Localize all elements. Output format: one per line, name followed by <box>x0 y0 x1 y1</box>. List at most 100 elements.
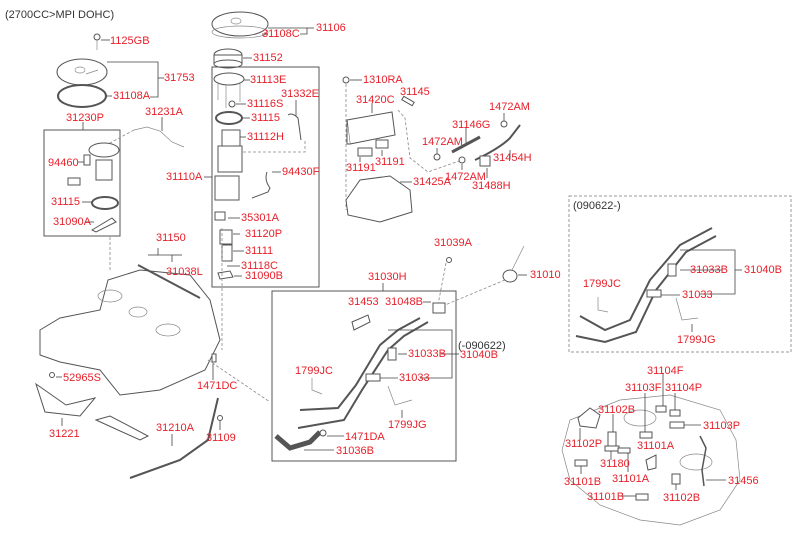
part-label-31038l[interactable]: 31038L <box>166 266 203 278</box>
pad-31191b-part <box>375 139 389 149</box>
part-label-31453[interactable]: 31453 <box>348 296 379 308</box>
part-label-31753[interactable]: 31753 <box>164 72 195 84</box>
part-label-31221[interactable]: 31221 <box>49 428 80 440</box>
part-label-1471dc[interactable]: 1471DC <box>197 380 238 392</box>
part-label-31120p[interactable]: 31120P <box>245 228 283 240</box>
part-label-1472am-c[interactable]: 1472AM <box>445 171 486 183</box>
sender-94430f-part <box>251 171 271 199</box>
cover-plate-part <box>56 58 108 86</box>
part-label-1472am-b[interactable]: 1472AM <box>422 136 463 148</box>
part-label-31152[interactable]: 31152 <box>253 52 283 64</box>
part-label-31040b-a[interactable]: 31040B <box>460 349 498 361</box>
part-label-31146g[interactable]: 31146G <box>452 119 491 131</box>
part-label-31033b-a[interactable]: 31033B <box>408 348 446 360</box>
part-label-31103f[interactable]: 31103F <box>625 382 662 394</box>
part-label-1799jc-b[interactable]: 1799JC <box>583 278 621 290</box>
rod-31038l-part <box>137 264 201 299</box>
filler-pipe-a-part <box>297 317 429 429</box>
part-label-31454h[interactable]: 31454H <box>493 152 532 164</box>
part-label-31488h[interactable]: 31488H <box>472 180 511 192</box>
part-label-31033-b[interactable]: 31033 <box>682 289 713 301</box>
part-label-31040b-b[interactable]: 31040B <box>744 264 782 276</box>
pad-31104p-part <box>669 409 681 417</box>
part-label-31180[interactable]: 31180 <box>600 458 630 470</box>
pad-31103p-part <box>669 421 685 429</box>
part-label-1310ra[interactable]: 1310RA <box>363 74 403 86</box>
part-label-31030h[interactable]: 31030H <box>368 271 407 283</box>
nut-31109-part <box>217 415 223 421</box>
part-label-31036b[interactable]: 31036B <box>336 445 374 457</box>
pad-31101a-a-part <box>645 454 657 471</box>
part-label-31145[interactable]: 31145 <box>400 86 430 98</box>
part-label-94430f[interactable]: 94430F <box>282 166 320 178</box>
part-label-31118c[interactable]: 31118C <box>241 260 278 272</box>
part-label-31108c[interactable]: 31108C <box>262 28 300 40</box>
tank-outline-pads-part <box>561 394 741 526</box>
part-label-31101a-b[interactable]: 31101A <box>612 473 650 485</box>
part-label-31231a[interactable]: 31231A <box>145 106 183 118</box>
part-label-31104f[interactable]: 31104F <box>647 365 684 377</box>
part-label-1799jc-a[interactable]: 1799JC <box>295 365 333 377</box>
wire-1799jg-a-part <box>387 385 413 406</box>
part-label-31112h[interactable]: 31112H <box>247 131 284 143</box>
part-label-31039a[interactable]: 31039A <box>434 237 472 249</box>
strap-31221-part <box>35 382 97 417</box>
part-label-31230p[interactable]: 31230P <box>66 112 104 124</box>
connector-35301a-part <box>214 211 226 221</box>
part-label-31102b-b[interactable]: 31102B <box>663 492 701 504</box>
part-label-31191-a[interactable]: 31191 <box>346 162 376 174</box>
o-ring-31115-part <box>91 196 119 210</box>
part-label-31106[interactable]: 31106 <box>316 22 346 34</box>
part-label-31116s[interactable]: 31116S <box>247 98 284 110</box>
part-label-1799jg-a[interactable]: 1799JG <box>388 419 427 431</box>
pad-31101a-b-part <box>617 447 631 454</box>
part-label-31103p[interactable]: 31103P <box>703 420 741 432</box>
gasket-ring-31108a-part <box>57 84 107 108</box>
part-label-31113e[interactable]: 31113E <box>250 74 287 86</box>
cap-31010-part <box>502 269 518 283</box>
wire-1799jc-a-part <box>311 378 323 395</box>
part-label-31420c[interactable]: 31420C <box>356 94 395 106</box>
part-label-31048b[interactable]: 31048B <box>385 296 423 308</box>
part-label-31456[interactable]: 31456 <box>728 475 759 487</box>
part-label-1471da[interactable]: 1471DA <box>345 431 385 443</box>
part-label-1125gb[interactable]: 1125GB <box>110 35 150 47</box>
part-label-31090b[interactable]: 31090B <box>245 270 283 282</box>
part-label-31110a[interactable]: 31110A <box>166 171 203 183</box>
part-label-31332e[interactable]: 31332E <box>281 88 319 100</box>
part-label-35301a[interactable]: 35301A <box>241 212 279 224</box>
part-label-1799jg-b[interactable]: 1799JG <box>677 334 716 346</box>
part-label-31104p[interactable]: 31104P <box>665 382 703 394</box>
part-label-31109[interactable]: 31109 <box>206 432 236 444</box>
part-label-31111[interactable]: 31111 <box>245 245 274 257</box>
pump-assembly-box-31230p <box>43 129 121 237</box>
part-label-31010[interactable]: 31010 <box>530 269 561 281</box>
part-label-52965s[interactable]: 52965S <box>63 372 101 384</box>
part-label-31090a[interactable]: 31090A <box>53 216 91 228</box>
wire-1799jc-b-part <box>597 297 609 313</box>
part-label-31108a[interactable]: 31108A <box>113 90 151 102</box>
pad-31104f-part <box>655 405 667 413</box>
part-label-31101a-a[interactable]: 31101A <box>637 440 675 452</box>
part-label-31102p[interactable]: 31102P <box>565 438 603 450</box>
pad-31191a-part <box>357 147 373 157</box>
part-label-31210a[interactable]: 31210A <box>156 422 194 434</box>
part-label-31102b-a[interactable]: 31102B <box>598 404 636 416</box>
part-label-31425a[interactable]: 31425A <box>413 176 451 188</box>
part-label-31191-b[interactable]: 31191 <box>375 156 405 168</box>
part-label-31101b-b[interactable]: 31101B <box>587 491 625 503</box>
part-label-31033b-b[interactable]: 31033B <box>690 264 728 276</box>
part-label-31101b-a[interactable]: 31101B <box>564 476 602 488</box>
part-label-94460[interactable]: 94460 <box>48 157 79 169</box>
strap-31210a-part <box>129 397 219 479</box>
part-label-1472am-a[interactable]: 1472AM <box>489 101 530 113</box>
part-label-31115-a[interactable]: 31115 <box>51 196 80 208</box>
part-label-31033-a[interactable]: 31033 <box>399 372 430 384</box>
part-label-31115-b[interactable]: 31115 <box>251 112 280 124</box>
clamp-1472am-b-part <box>433 153 441 161</box>
part-label-31150[interactable]: 31150 <box>156 232 186 244</box>
lid-31106-part <box>211 11 269 39</box>
bolt-1310ra-part <box>342 76 350 84</box>
clamp-1471da-part <box>319 429 327 437</box>
